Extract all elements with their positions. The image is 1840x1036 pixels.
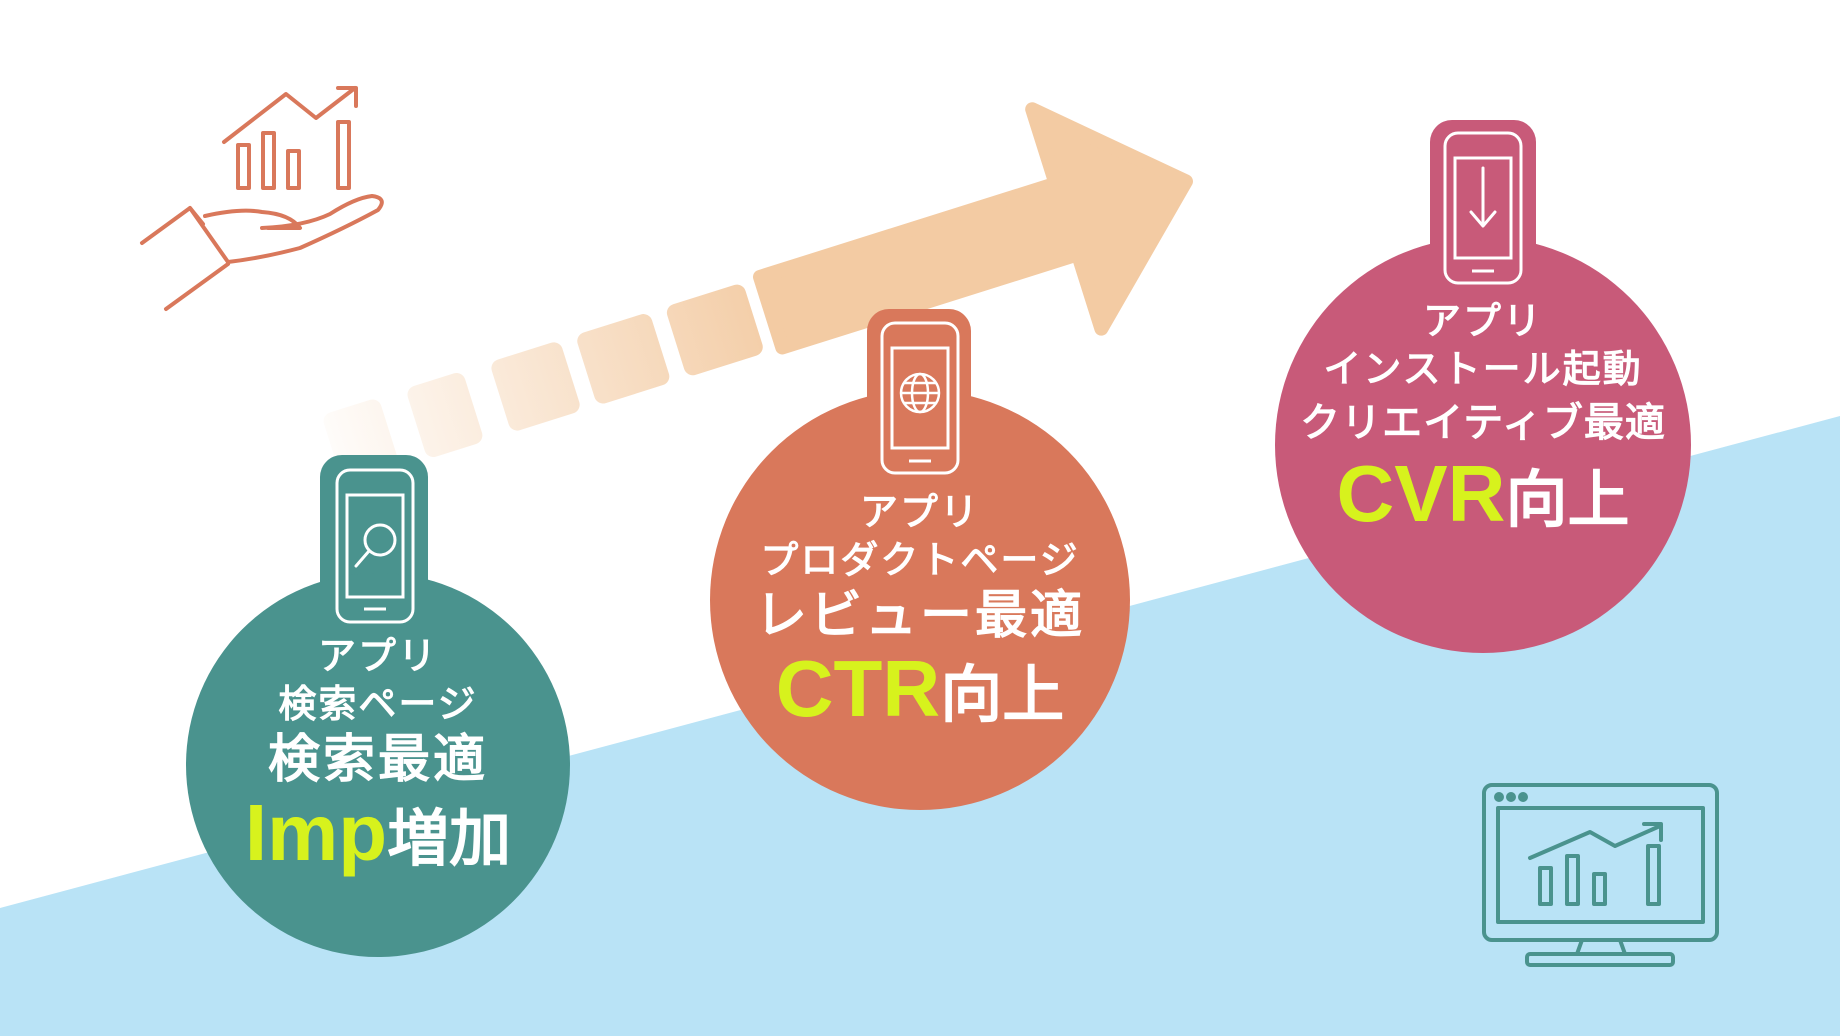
stage-3-line1: アプリ [1422, 299, 1543, 343]
stage-2-phone-icon [880, 321, 960, 475]
hand-growth-chart-icon [140, 86, 384, 311]
stage-2-kpi-key: CTR [775, 644, 941, 733]
stage-2-line2: プロダクトページ [760, 538, 1080, 582]
stage-1-line2: 検索ページ [278, 682, 478, 726]
search-icon [354, 523, 397, 568]
globe-icon [899, 372, 941, 414]
stage-1-kpi-key: Imp [244, 788, 388, 877]
stage-3-line3: クリエイティブ最適 [1300, 400, 1666, 446]
stage-1-line3: 検索最適 [267, 730, 488, 790]
stage-2-line1: アプリ [859, 490, 980, 534]
download-arrow-icon [1469, 166, 1497, 228]
stage-1-kpi: Imp増加 [228, 792, 528, 880]
stage-3-kpi: CVR向上 [1293, 453, 1673, 541]
stage-1-line1: アプリ [317, 634, 438, 678]
stage-3-line2: インストール起動 [1323, 347, 1643, 391]
stage-1-kpi-rest: 増加 [387, 802, 512, 875]
stage-3-phone-icon [1443, 131, 1523, 285]
stage-2-kpi-rest: 向上 [940, 658, 1065, 731]
stage-3-kpi-key: CVR [1336, 449, 1506, 538]
stage-2-line3: レビュー最適 [754, 586, 1085, 646]
stage-3-kpi-rest: 向上 [1505, 463, 1630, 536]
stage-1-phone-icon [335, 468, 415, 624]
stage-2-kpi: CTR向上 [740, 648, 1100, 736]
growth-arrow [323, 102, 1193, 484]
stage-2-label: アプリ プロダクトページ レビュー最適 CTR向上 [740, 488, 1100, 736]
monitor-chart-icon [1482, 783, 1719, 967]
stage-1-label: アプリ 検索ページ 検索最適 Imp増加 [228, 632, 528, 880]
stage-3-label: アプリ インストール起動 クリエイティブ最適 CVR向上 [1293, 297, 1673, 541]
